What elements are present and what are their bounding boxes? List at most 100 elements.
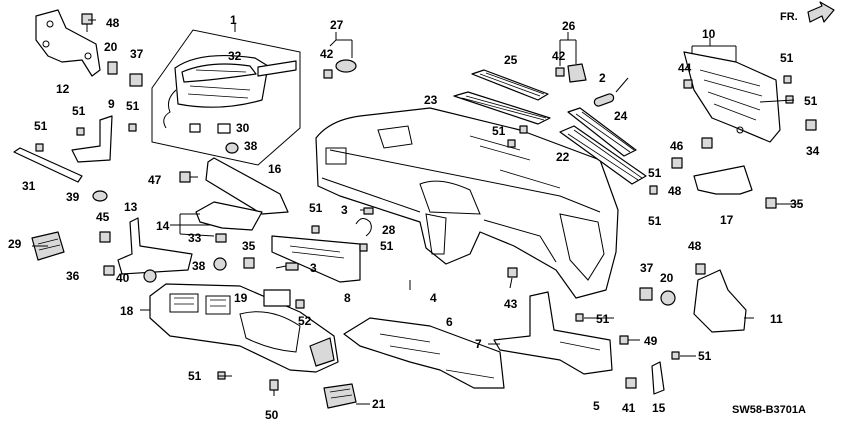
callout-36: 36 (66, 269, 80, 283)
bolt-48-low (695, 263, 706, 275)
callout-10: 10 (702, 27, 716, 41)
clip-51-d (311, 225, 320, 234)
callout-51-f: 51 (492, 124, 506, 138)
callout-9: 9 (108, 97, 115, 111)
clip-52 (295, 299, 305, 309)
callout-43: 43 (504, 297, 518, 311)
clip-51-b (128, 123, 137, 132)
callout-48-top: 48 (106, 16, 120, 30)
clip-43 (507, 267, 518, 278)
callout-24: 24 (614, 109, 628, 123)
callout-49: 49 (644, 334, 658, 348)
callout-18: 18 (120, 304, 134, 318)
callout-29: 29 (8, 237, 22, 251)
nut-39 (92, 190, 108, 202)
callout-37-left: 37 (130, 47, 144, 61)
bracket-9 (71, 115, 113, 163)
callout-30: 30 (236, 121, 250, 135)
callout-48-mid: 48 (668, 184, 682, 198)
bolt-45 (99, 231, 111, 243)
clip-51-j (575, 313, 584, 322)
callout-33: 33 (188, 231, 202, 245)
callout-32: 32 (228, 49, 242, 63)
callout-22: 22 (556, 150, 570, 164)
callout-51-h: 51 (780, 51, 794, 65)
nut-34 (805, 119, 817, 131)
callout-44: 44 (678, 61, 692, 75)
callout-5: 5 (593, 399, 600, 413)
nut-37 (129, 73, 143, 87)
cap-26 (567, 63, 587, 83)
callout-48-low: 48 (688, 239, 702, 253)
callout-4: 4 (430, 291, 437, 305)
vent-22 (559, 125, 647, 185)
cap-27 (335, 59, 357, 73)
label-plate (257, 60, 297, 77)
callout-51-j: 51 (596, 312, 610, 326)
tube-2 (593, 93, 615, 107)
clip-51-c (35, 143, 44, 152)
instrument-bezel (149, 283, 339, 373)
callout-51-m: 51 (648, 166, 662, 180)
callout-51-l: 51 (188, 369, 202, 383)
callout-51-b: 51 (126, 99, 140, 113)
nut-38 (213, 257, 227, 271)
callout-51-d: 51 (309, 201, 323, 215)
diagram-code: SW58-B3701A (732, 404, 806, 416)
callout-51-i: 51 (804, 94, 818, 108)
callout-38-upper: 38 (244, 139, 258, 153)
callout-14: 14 (156, 219, 170, 233)
callout-20-right: 20 (660, 271, 674, 285)
callout-23: 23 (424, 93, 438, 107)
callout-50: 50 (265, 408, 279, 422)
callout-28: 28 (382, 223, 396, 237)
callout-15: 15 (652, 401, 666, 415)
bracket-7 (493, 291, 613, 375)
clip-51-a (76, 127, 85, 136)
vent-21 (323, 383, 357, 409)
leader-lines (32, 19, 800, 405)
callout-11: 11 (770, 312, 783, 326)
callout-51-k: 51 (698, 349, 712, 363)
clip-20-right (660, 290, 676, 306)
clip-3-upper (363, 207, 374, 215)
callout-35-left: 35 (242, 239, 256, 253)
nut-44 (683, 79, 693, 89)
nut-37-right (639, 287, 653, 301)
callout-51-e: 51 (380, 239, 394, 253)
bracket-12 (35, 9, 101, 77)
callout-7: 7 (475, 337, 482, 351)
clip-51-m (507, 139, 516, 148)
nut-41 (625, 377, 637, 389)
callout-51-g: 51 (648, 214, 662, 228)
callout-25: 25 (504, 53, 518, 67)
callout-31: 31 (22, 179, 36, 193)
callout-2: 2 (599, 71, 606, 85)
clip-51-e (359, 243, 368, 252)
callout-41: 41 (622, 401, 636, 415)
clip-42-left (323, 69, 333, 79)
hook-15 (651, 361, 665, 395)
callout-1: 1 (230, 13, 237, 27)
callout-20-left: 20 (104, 40, 118, 54)
vent-23 (453, 91, 551, 125)
callout-26: 26 (562, 19, 576, 33)
callout-6: 6 (446, 315, 453, 329)
bolt-35 (243, 257, 255, 269)
callout-37-right: 37 (640, 261, 654, 275)
duct-6 (343, 317, 505, 389)
bracket-14 (195, 201, 263, 231)
clip-42-right (555, 67, 565, 77)
callout-8: 8 (344, 291, 351, 305)
clip-51-h (783, 75, 792, 84)
callout-3-lower: 3 (310, 261, 317, 275)
clip-3-lower (285, 262, 299, 271)
bolt-48-mid (671, 157, 683, 169)
clip-51-k (671, 351, 680, 360)
callout-51-c: 51 (34, 119, 48, 133)
clip-50 (269, 379, 279, 391)
clip-33 (215, 233, 227, 243)
callout-17: 17 (720, 213, 734, 227)
bracket-16 (205, 157, 289, 215)
